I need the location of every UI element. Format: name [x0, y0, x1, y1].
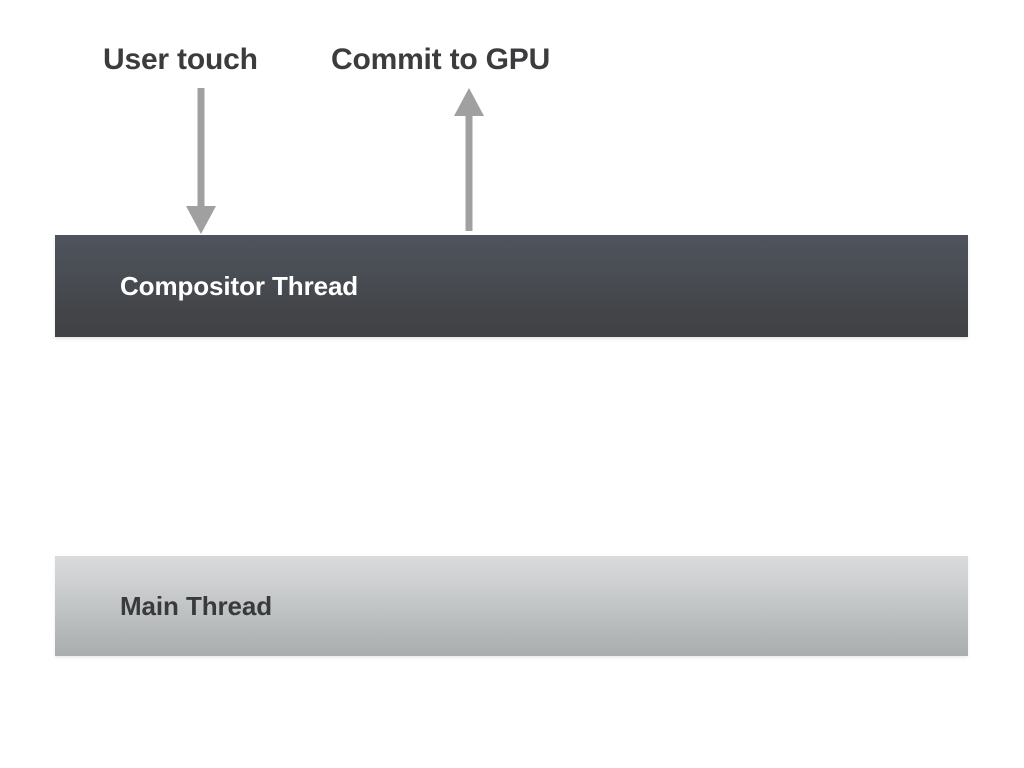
- compositor-thread-label: Compositor Thread: [120, 270, 359, 301]
- compositor-thread-bar: Compositor Thread: [55, 235, 968, 337]
- down-arrow-icon: [186, 88, 216, 234]
- main-thread-label: Main Thread: [120, 590, 273, 621]
- up-arrow-icon: [454, 88, 484, 231]
- main-thread-bar: Main Thread: [55, 556, 968, 656]
- annotation-label-commit-to-gpu: Commit to GPU: [331, 43, 551, 76]
- annotation-label-user-touch: User touch: [103, 43, 258, 76]
